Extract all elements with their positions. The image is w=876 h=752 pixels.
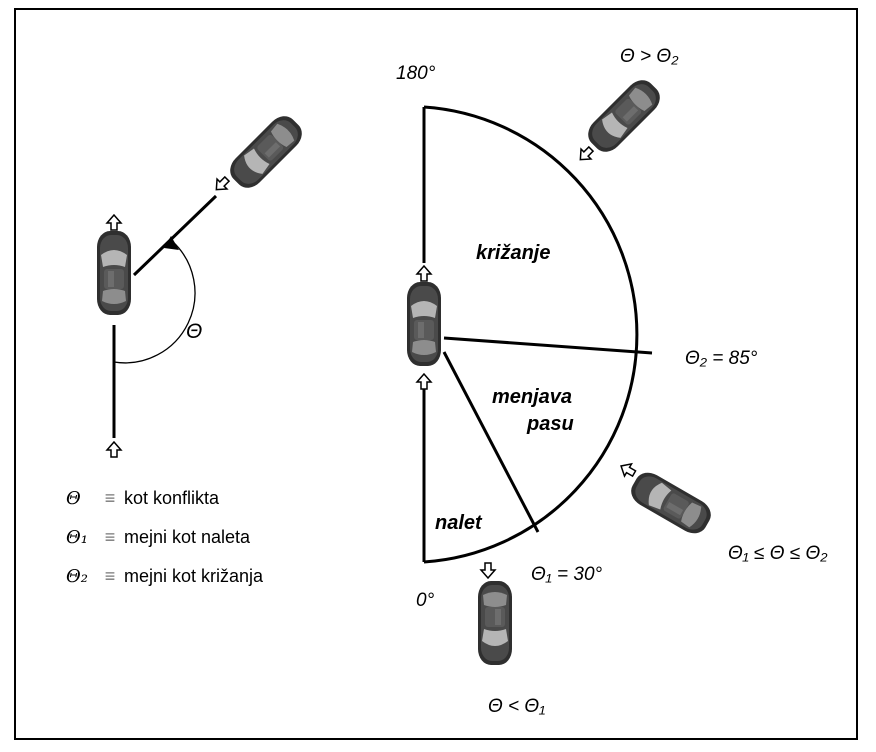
conflicting-car-arrow bbox=[210, 173, 233, 196]
label-theta-between: Θ₁ ≤ Θ ≤ Θ₂ bbox=[728, 543, 828, 564]
label-theta2-85: Θ₂ = 85° bbox=[685, 348, 758, 369]
theta1-divider bbox=[442, 351, 540, 533]
semicircle-boundary bbox=[423, 105, 639, 564]
right-diagram: 180° 0° Θ > Θ₂ Θ₂ = 85° Θ₁ = 30° Θ < Θ₁ … bbox=[396, 46, 828, 717]
conflicting-car-left bbox=[224, 110, 308, 194]
subject-car-arrow-up bbox=[416, 265, 432, 282]
subject-car-left bbox=[97, 231, 131, 315]
subject-car-right bbox=[407, 282, 441, 366]
legend-text: mejni kot naleta bbox=[124, 527, 251, 547]
theta-label: Θ bbox=[186, 320, 202, 343]
legend-symbol: Θ₁ bbox=[66, 527, 88, 548]
car-direction-arrow bbox=[106, 214, 122, 231]
theta2-divider bbox=[443, 336, 653, 355]
approach-arrow-bottom bbox=[106, 441, 122, 458]
arrow-theta-between bbox=[616, 459, 639, 481]
car-theta-lt-theta1 bbox=[478, 581, 512, 665]
legend-row-theta1: Θ₁ ≡ mejni kot naleta bbox=[66, 527, 250, 548]
region-rear-end-label: nalet bbox=[435, 512, 483, 534]
label-180-deg: 180° bbox=[396, 63, 436, 84]
legend-text: mejni kot križanja bbox=[124, 566, 264, 586]
arrow-theta-gt-theta2 bbox=[574, 143, 597, 166]
region-lane-change-label-1: menjava bbox=[492, 386, 572, 408]
legend-row-theta2: Θ₂ ≡ mejni kot križanja bbox=[66, 566, 263, 587]
label-0-deg: 0° bbox=[416, 590, 435, 611]
label-theta-lt-theta1: Θ < Θ₁ bbox=[488, 696, 545, 717]
car-theta-gt-theta2 bbox=[582, 74, 666, 158]
label-theta-gt-theta2: Θ > Θ₂ bbox=[620, 46, 679, 67]
legend-row-theta: Θ ≡ kot konflikta bbox=[66, 488, 219, 509]
diagram-frame bbox=[14, 8, 858, 740]
legend-equiv: ≡ bbox=[104, 488, 116, 508]
region-lane-change-label-2: pasu bbox=[526, 413, 574, 435]
approach-line-diagonal bbox=[132, 194, 218, 277]
car-theta-between bbox=[626, 467, 716, 539]
label-theta1-30: Θ₁ = 30° bbox=[531, 564, 603, 585]
legend-equiv: ≡ bbox=[104, 566, 116, 586]
arrow-theta-lt-theta1 bbox=[480, 562, 496, 579]
legend-symbol: Θ bbox=[66, 488, 81, 509]
subject-car-arrow-rear bbox=[416, 373, 432, 390]
theta-arc-arrowhead bbox=[164, 236, 179, 250]
left-schematic: Θ bbox=[97, 110, 308, 458]
legend-text: kot konflikta bbox=[124, 488, 220, 508]
legend-symbol: Θ₂ bbox=[66, 566, 88, 587]
theta-arc bbox=[113, 240, 196, 364]
region-crossing-label: križanje bbox=[476, 242, 550, 264]
legend-equiv: ≡ bbox=[104, 527, 116, 547]
